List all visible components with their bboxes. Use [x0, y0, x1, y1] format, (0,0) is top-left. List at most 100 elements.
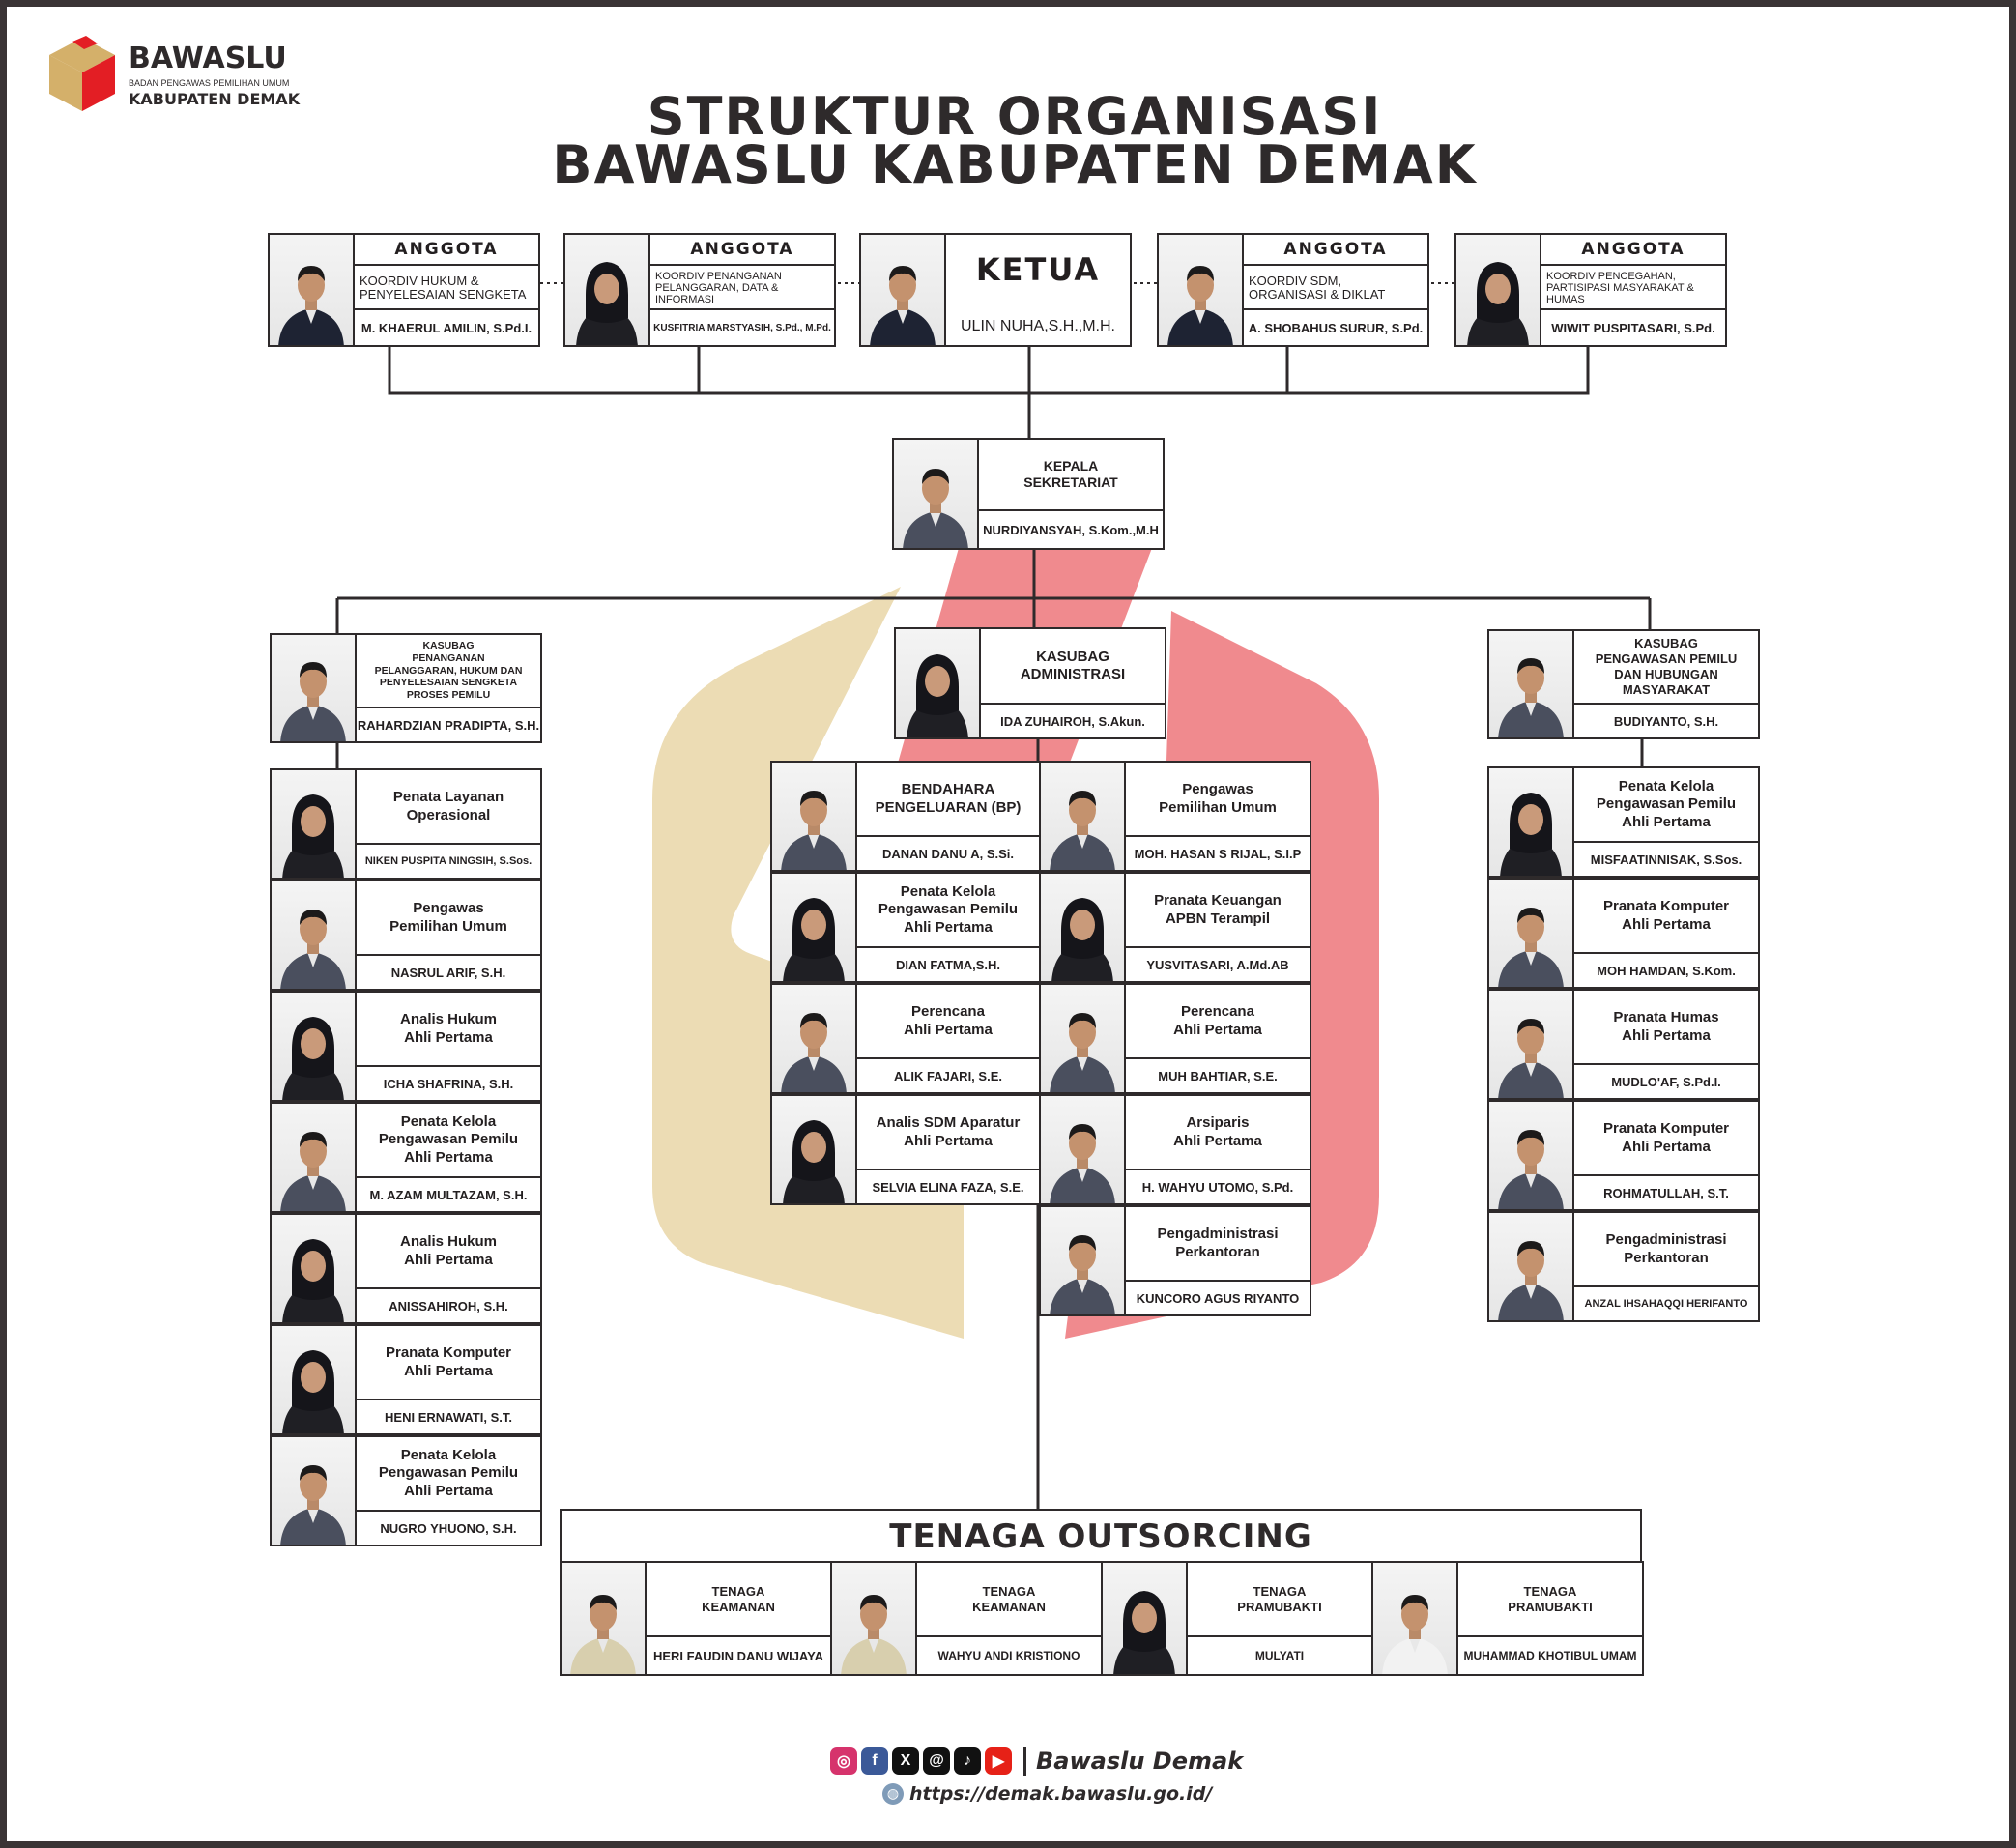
card-info: Arsiparis Ahli Pertama H. WAHYU UTOMO, S.… [1126, 1096, 1310, 1203]
person-photo-icon [1051, 898, 1113, 981]
person-photo-icon [280, 662, 346, 741]
person-name: RAHARDZIAN PRADIPTA, S.H. [357, 707, 540, 741]
photo-frame [272, 1437, 357, 1545]
photo-frame [1489, 768, 1574, 876]
photo-frame [1159, 235, 1244, 345]
photo-frame [272, 993, 357, 1100]
person-photo-icon [1498, 908, 1564, 987]
role-label: Pengadministrasi Perkantoran [1157, 1226, 1279, 1260]
photo-frame [272, 881, 357, 989]
role-label: Pengadministrasi Perkantoran [1605, 1231, 1727, 1266]
role-label: Analis SDM Aparatur Ahli Pertama [876, 1114, 1021, 1149]
person-name: ANZAL IHSAHAQQI HERIFANTO [1574, 1285, 1758, 1320]
threads-icon[interactable]: @ [923, 1747, 950, 1775]
role-label: Perencana Ahli Pertama [1173, 1003, 1262, 1038]
photo-frame [832, 1563, 917, 1674]
photo-frame [772, 1096, 857, 1203]
person-photo-icon [576, 262, 638, 345]
website-url: https://demak.bawaslu.go.id/ [909, 1783, 1213, 1805]
card-info: Penata Kelola Pengawasan Pemilu Ahli Per… [1574, 768, 1758, 876]
person-photo-icon [1382, 1595, 1448, 1674]
photo-frame [1041, 1096, 1126, 1203]
card-info: KASUBAG PENGAWASAN PEMILU DAN HUBUNGAN M… [1574, 631, 1758, 737]
role-label: Penata Kelola Pengawasan Pemilu Ahli Per… [878, 883, 1019, 936]
facebook-icon[interactable]: f [861, 1747, 888, 1775]
role-label: Arsiparis Ahli Pertama [1173, 1114, 1262, 1149]
role-label: Perencana Ahli Pertama [904, 1003, 993, 1038]
role-label: Penata Layanan Operasional [392, 789, 504, 823]
person-name: ICHA SHAFRINA, S.H. [357, 1065, 540, 1100]
role-label: Pranata Komputer Ahli Pertama [385, 1344, 512, 1379]
globe-icon: ◍ [882, 1783, 904, 1805]
photo-frame [1489, 1213, 1574, 1320]
staff-card: Penata Kelola Pengawasan Pemilu Ahli Per… [270, 1435, 542, 1546]
x-icon[interactable]: X [892, 1747, 919, 1775]
division-label: KOORDIV PENANGANAN PELANGGARAN, DATA & I… [655, 270, 782, 306]
person-name: BUDIYANTO, S.H. [1574, 703, 1758, 737]
person-photo-icon [841, 1595, 907, 1674]
person-photo-icon [1167, 266, 1233, 345]
person-photo-icon [783, 1120, 845, 1203]
person-name: ALIK FAJARI, S.E. [857, 1057, 1039, 1092]
website-link[interactable]: ◍ https://demak.bawaslu.go.id/ [882, 1783, 1212, 1805]
person-name: DIAN FATMA,S.H. [857, 946, 1039, 981]
person-name: HERI FAUDIN DANU WIJAYA [647, 1635, 830, 1674]
position-title: ANGGOTA [355, 235, 538, 266]
person-photo-icon [783, 898, 845, 981]
person-name: NURDIYANSYAH, S.Kom.,M.H [979, 509, 1163, 548]
photo-frame [1489, 880, 1574, 987]
photo-frame [272, 770, 357, 878]
role-label: Penata Kelola Pengawasan Pemilu Ahli Per… [1596, 778, 1737, 830]
person-name: H. WAHYU UTOMO, S.Pd. [1126, 1169, 1310, 1203]
person-name: SELVIA ELINA FAZA, S.E. [857, 1169, 1039, 1203]
tiktok-icon[interactable]: ♪ [954, 1747, 981, 1775]
staff-card: BENDAHARA PENGELUARAN (BP)DANAN DANU A, … [770, 761, 1041, 872]
outsourcing-panel: TENAGA OUTSORCING TENAGA KEAMANAN HERI FA… [560, 1509, 1644, 1676]
outsourcing-title: TENAGA OUTSORCING [562, 1511, 1640, 1565]
logo-wordmark: BAWASLU [129, 42, 287, 75]
staff-card: Penata Kelola Pengawasan Pemilu Ahli Per… [1487, 766, 1760, 878]
role-label: TENAGA KEAMANAN [702, 1583, 775, 1614]
card-info: KETUA ULIN NUHA,S.H.,M.H. [946, 235, 1130, 345]
instagram-icon[interactable]: ◎ [830, 1747, 857, 1775]
role-label: BENDAHARA PENGELUARAN (BP) [875, 781, 1022, 816]
page-title-line2: BAWASLU KABUPATEN DEMAK [552, 134, 1478, 195]
person-photo-icon [278, 266, 344, 345]
person-photo-icon [903, 469, 968, 548]
person-name: MULYATI [1188, 1635, 1371, 1674]
person-photo-icon [282, 1239, 344, 1322]
position-title: KETUA [975, 251, 1101, 288]
youtube-icon[interactable]: ▶ [985, 1747, 1012, 1775]
card-info: TENAGA KEAMANAN HERI FAUDIN DANU WIJAYA [647, 1563, 830, 1674]
person-photo-icon [570, 1595, 636, 1674]
person-photo-icon [1498, 658, 1564, 737]
person-name: KUSFITRIA MARSTYASIH, S.Pd., M.Pd. [650, 308, 834, 345]
person-photo-icon [781, 791, 847, 870]
photo-frame [1103, 1563, 1188, 1674]
kasubag-card: KASUBAG PENGAWASAN PEMILU DAN HUBUNGAN M… [1487, 629, 1760, 739]
ketua-card: KETUA ULIN NUHA,S.H.,M.H. [859, 233, 1132, 347]
person-name: ULIN NUHA,S.H.,M.H. [960, 318, 1115, 334]
